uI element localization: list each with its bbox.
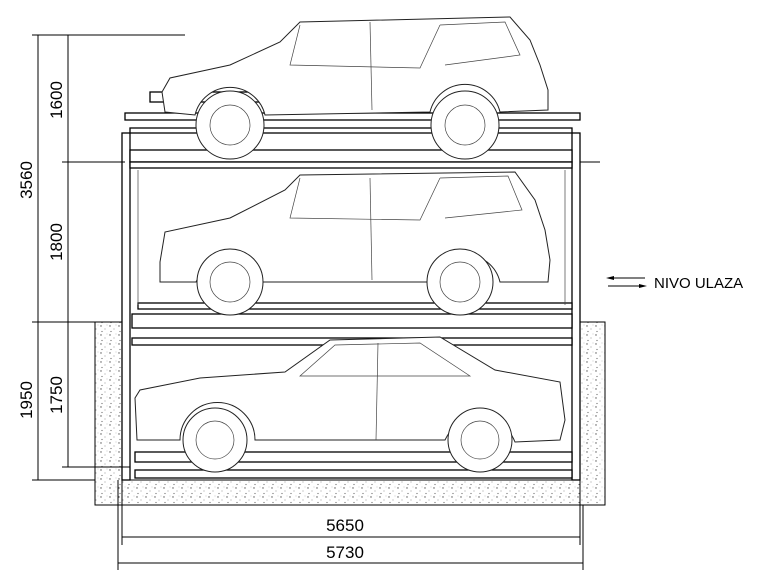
wheel <box>195 90 265 160</box>
entry-arrows-icon <box>606 276 647 288</box>
car-bottom-sedan <box>134 336 566 473</box>
dim-outer-width: 5730 <box>326 543 364 562</box>
dim-middle-clearance: 1800 <box>47 223 66 261</box>
wheel <box>426 248 494 316</box>
dim-top-clearance: 1600 <box>47 81 66 119</box>
car-top-suv <box>161 16 549 160</box>
car-middle-suv <box>159 171 551 316</box>
entry-level-label: NIVO ULAZA <box>654 275 743 292</box>
dim-inner-width: 5650 <box>326 516 364 535</box>
wheel <box>182 407 248 473</box>
wheel <box>430 90 500 160</box>
dim-pit-depth: 1950 <box>17 381 36 419</box>
dim-total-height: 3560 <box>17 161 36 199</box>
dim-lower-clearance: 1750 <box>47 376 66 414</box>
wheel <box>447 407 513 473</box>
wheel <box>196 248 264 316</box>
dimension-lines <box>32 34 600 570</box>
